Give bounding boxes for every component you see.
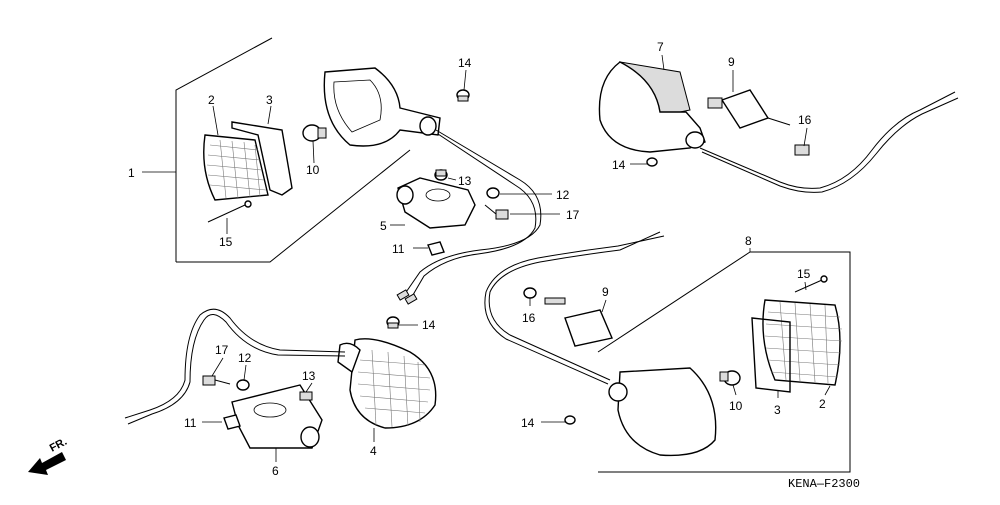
callout-9-top: 9 bbox=[728, 55, 735, 69]
turn-signal-housing-front-left bbox=[323, 67, 441, 147]
callout-16-top: 16 bbox=[798, 113, 812, 127]
socket-part-9-bottom bbox=[544, 297, 613, 347]
callout-15-right: 15 bbox=[797, 267, 811, 281]
callout-11-top: 11 bbox=[392, 242, 405, 256]
callout-9-bottom: 9 bbox=[602, 285, 609, 299]
clip-part-11-bottom bbox=[223, 414, 241, 430]
bulb-part-10 bbox=[302, 124, 327, 142]
callout-15-top: 15 bbox=[219, 235, 233, 249]
socket-part-9-top bbox=[707, 89, 791, 129]
catalog-code: KENA—F2300 bbox=[788, 477, 860, 491]
callout-16-bottom: 16 bbox=[522, 311, 536, 325]
grommet-part-14-bottom-right bbox=[564, 415, 576, 425]
callout-13-top: 13 bbox=[458, 174, 472, 188]
turn-signal-housing-front-right bbox=[337, 338, 437, 429]
washer-part-12-bottom bbox=[236, 379, 250, 391]
turn-signal-housing-rear-right bbox=[598, 61, 706, 153]
cable-rear-left bbox=[488, 231, 661, 381]
callout-4: 4 bbox=[370, 444, 377, 458]
nut-part-16-top bbox=[794, 144, 810, 156]
screw-part-15-right bbox=[794, 275, 828, 293]
assembly-8-frame bbox=[597, 251, 851, 473]
callout-14-right: 14 bbox=[612, 158, 626, 172]
callout-3-top: 3 bbox=[266, 93, 273, 107]
bolt-part-17 bbox=[484, 204, 509, 220]
callout-12-bottom: 12 bbox=[238, 351, 252, 365]
gasket-part-3-right bbox=[751, 317, 791, 393]
bracket-part-6 bbox=[231, 384, 323, 449]
callout-13-bottom: 13 bbox=[302, 369, 316, 383]
leader-lines bbox=[142, 54, 831, 462]
callout-10-top: 10 bbox=[306, 163, 320, 177]
cable-rear-right bbox=[699, 91, 956, 189]
callout-6: 6 bbox=[272, 464, 279, 478]
lens-part-2 bbox=[203, 134, 269, 201]
front-marker-label: FR. bbox=[48, 436, 69, 455]
callout-12-top: 12 bbox=[556, 188, 570, 202]
gasket-part-3 bbox=[231, 121, 293, 196]
callout-2-bottom: 2 bbox=[819, 397, 826, 411]
nut-part-16-bottom bbox=[523, 287, 537, 299]
callout-17-bottom: 17 bbox=[215, 343, 229, 357]
callout-2-top: 2 bbox=[208, 93, 215, 107]
callout-14-bottom-right: 14 bbox=[521, 416, 535, 430]
callout-3-bottom: 3 bbox=[774, 403, 781, 417]
callout-11-bottom: 11 bbox=[184, 416, 197, 430]
washer-part-12 bbox=[486, 187, 500, 199]
callout-10-bottom: 10 bbox=[729, 399, 743, 413]
grommet-part-14-top bbox=[456, 89, 470, 102]
lens-part-2-right bbox=[762, 299, 843, 386]
clip-part-11 bbox=[427, 241, 445, 256]
callout-7: 7 bbox=[657, 40, 664, 54]
callout-17-top: 17 bbox=[566, 208, 580, 222]
front-direction-arrow-icon bbox=[28, 452, 66, 475]
callout-1: 1 bbox=[128, 166, 135, 180]
callout-8: 8 bbox=[745, 234, 752, 248]
grommet-part-14-bottom-left bbox=[386, 316, 400, 329]
callout-14-top: 14 bbox=[458, 56, 472, 70]
assembly-1-frame bbox=[175, 37, 411, 263]
bolt-part-17-bottom bbox=[202, 375, 231, 386]
grommet-part-14-right bbox=[646, 157, 658, 167]
turn-signal-housing-rear-left bbox=[608, 367, 717, 457]
cable-front-right bbox=[124, 308, 346, 419]
callout-5: 5 bbox=[380, 219, 387, 233]
cable-front-left bbox=[401, 129, 542, 299]
nut-part-13-bottom bbox=[299, 391, 313, 401]
bracket-part-5 bbox=[396, 177, 476, 229]
screw-part-15 bbox=[207, 200, 252, 223]
nut-part-13 bbox=[434, 169, 448, 181]
bulb-part-10-right bbox=[719, 370, 741, 386]
callout-14-bottom-left: 14 bbox=[422, 318, 436, 332]
